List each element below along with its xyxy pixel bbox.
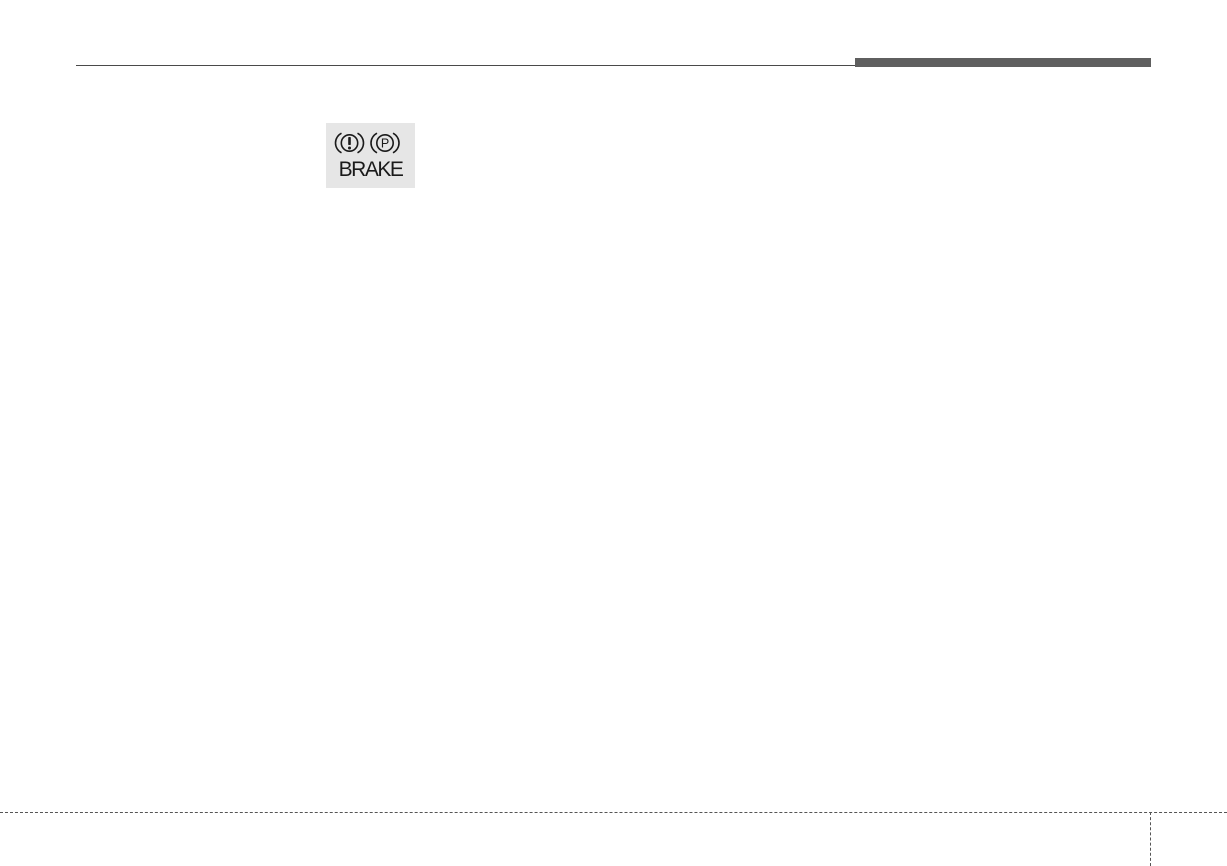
footer-page-divider (1150, 812, 1151, 866)
footer-dashed-rule (0, 812, 1227, 813)
parking-brake-icon: P (370, 132, 400, 154)
brake-warning-light: P BRAKE (326, 123, 415, 188)
parking-letter: P (381, 136, 389, 150)
brake-symbols-icon: P (334, 132, 400, 154)
header-section-tab (855, 58, 1151, 67)
header-rule (76, 65, 1151, 66)
brake-label: BRAKE (338, 158, 404, 181)
brake-exclamation-icon (334, 132, 365, 154)
